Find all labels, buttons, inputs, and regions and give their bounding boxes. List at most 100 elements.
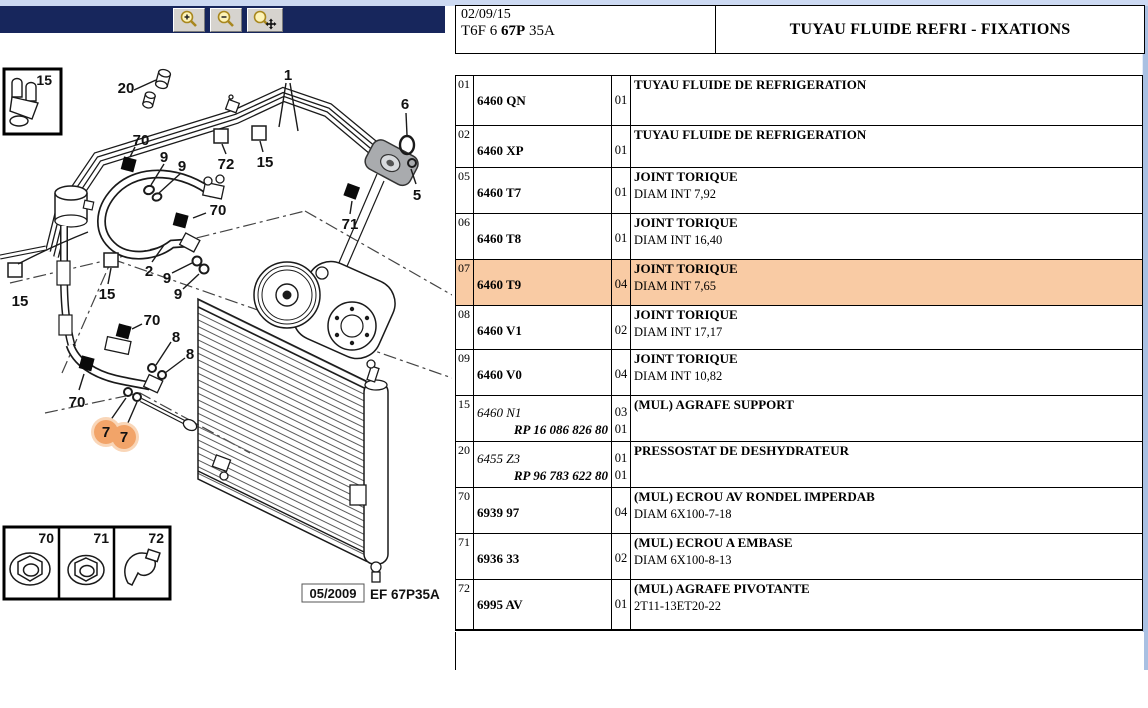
part-cell: 6460 V0 — [474, 350, 612, 395]
compressor — [253, 173, 396, 360]
qty-cell: 01 — [612, 214, 631, 259]
description: (MUL) ECROU A EMBASE — [634, 535, 793, 550]
hose-2 — [97, 169, 225, 275]
ref-cell: 01 — [456, 76, 474, 125]
clip-70-midleft — [115, 323, 132, 340]
replacement-part-number: RP 96 783 622 80 — [513, 468, 608, 483]
callout-15: 15 — [99, 286, 116, 303]
quantity: 04 — [614, 367, 628, 381]
ref-cell: 15 — [456, 396, 474, 441]
inset-71-label: 71 — [93, 530, 109, 546]
part-cell: 6460 XP — [474, 126, 612, 167]
o-ring-5 — [407, 158, 417, 168]
ref-cell: 72 — [456, 580, 474, 629]
diagram-toolbar — [0, 6, 445, 33]
zoom-out-button[interactable] — [210, 7, 242, 32]
clip-markers — [7, 125, 361, 372]
part-number: 6460 T9 — [477, 277, 522, 292]
zoom-pan-button[interactable] — [247, 7, 283, 32]
qty-cell: 01 — [612, 580, 631, 629]
sheet-title: TUYAU FLUIDE REFRI - FIXATIONS — [789, 20, 1071, 38]
part-cell: 6936 33 — [474, 534, 612, 579]
parts-diagram-pane[interactable]: 7 7 20 1 6 5 71 70 9 9 72 15 70 2 9 9 15… — [0, 33, 453, 670]
part-number: 6460 V1 — [477, 323, 522, 338]
qty-cell: 01 — [612, 76, 631, 125]
description-detail: DIAM 6X100-8-13 — [634, 553, 732, 567]
quantity: 04 — [614, 277, 628, 291]
qty-cell: 04 — [612, 350, 631, 395]
condenser-drier-tube — [363, 381, 389, 565]
o-ring-9a — [143, 184, 155, 196]
callout-2: 2 — [145, 263, 153, 280]
o-ring-7b — [132, 392, 142, 402]
inset-items-70-71-72: 70 71 72 — [2, 525, 172, 601]
o-ring-9d — [198, 263, 210, 275]
qty-cell: 04 — [612, 488, 631, 533]
quantity: 01 — [614, 93, 628, 107]
callout-70: 70 — [133, 132, 150, 149]
inset-item-15: 15 — [2, 67, 63, 136]
callout-9: 9 — [163, 270, 171, 287]
part-number: 6460 V0 — [477, 367, 522, 382]
description-cell: (MUL) ECROU A EMBASE DIAM 6X100-8-13 — [631, 534, 1142, 579]
clip-15-mid — [103, 252, 119, 268]
description: JOINT TORIQUE — [634, 351, 738, 366]
description: TUYAU FLUIDE DE REFRIGERATION — [634, 77, 867, 92]
description: JOINT TORIQUE — [634, 307, 738, 322]
magnifier-minus-icon — [217, 10, 234, 27]
quantity: 02 — [614, 323, 628, 337]
description-detail: DIAM INT 17,17 — [634, 325, 723, 339]
description: TUYAU FLUIDE DE REFRIGERATION — [634, 127, 867, 142]
description: JOINT TORIQUE — [634, 215, 738, 230]
o-ring-7a — [123, 387, 133, 397]
pipe-small-parts — [142, 68, 241, 114]
callout-8: 8 — [186, 346, 194, 363]
callout-72: 72 — [218, 156, 235, 173]
description-detail: DIAM INT 10,82 — [634, 369, 723, 383]
callout-1: 1 — [284, 67, 292, 84]
sheet-ref-prefix: T6F 6 — [461, 23, 502, 39]
part-number: 6460 T7 — [477, 185, 522, 200]
sheet-reference: T6F 6 67P 35A — [461, 23, 710, 40]
ref-cell: 07 — [456, 260, 474, 305]
zoom-in-button[interactable] — [173, 7, 205, 32]
description: (MUL) AGRAFE SUPPORT — [634, 397, 794, 412]
clip-15-up — [251, 125, 267, 141]
ref-cell: 70 — [456, 488, 474, 533]
callout-70: 70 — [210, 202, 227, 219]
sheet-date: 02/09/15 — [461, 7, 511, 22]
sheet-reference-cell: 02/09/15 T6F 6 67P 35A — [456, 6, 716, 53]
quantity: 01 — [614, 597, 628, 611]
window-top-strip — [0, 0, 1148, 6]
revision-stamp: 05/2009 EF 67P35A — [301, 583, 440, 603]
parts-table-tail — [455, 632, 1144, 670]
quantity: 01 — [614, 451, 628, 465]
sheet-ref-code: 67P — [501, 23, 526, 39]
callout-labels: 20 1 6 5 71 70 9 9 72 15 70 2 9 9 15 15 … — [12, 67, 422, 411]
description: (MUL) ECROU AV RONDEL IMPERDAB — [634, 489, 875, 504]
pipe-end-fitting — [364, 134, 419, 187]
highlighted-callout-7: 7 7 — [91, 417, 139, 452]
callout-6: 6 — [401, 96, 409, 113]
part-cell: 6460 V1 — [474, 306, 612, 349]
clip-72-drawing — [124, 548, 161, 587]
part-number: 6455 Z3 — [477, 451, 520, 466]
quantity: 01 — [614, 185, 628, 199]
ref-cell: 08 — [456, 306, 474, 349]
